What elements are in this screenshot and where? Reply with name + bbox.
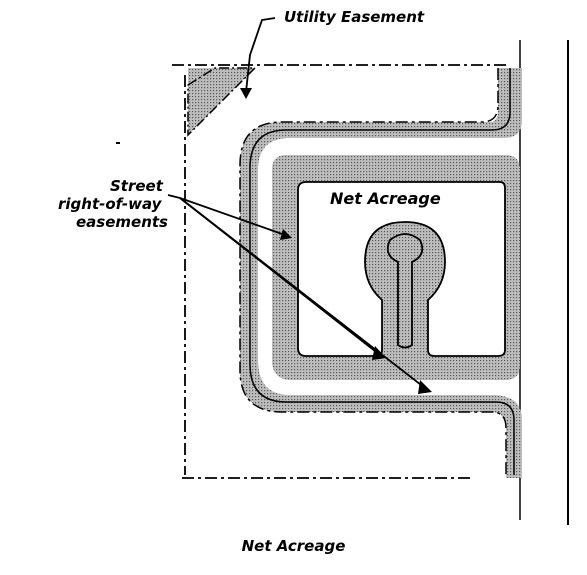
utility-easement-label: Utility Easement [284,8,425,26]
street-row-label-line1: Street [110,177,164,195]
utility-easement-band [187,67,257,137]
street-row-label-line3: easements [76,213,168,231]
cul-de-sac-band [272,155,520,380]
cul-de-sac-island [386,233,424,349]
street-row-leader-1 [179,197,286,236]
street-row-arrowhead-3 [418,380,432,394]
street-row-arrowhead-2 [372,346,386,360]
property-boundary [172,64,510,479]
street-row-label-line2: right-of-way [58,195,163,213]
easement-outline [239,68,507,475]
street-row-arrowhead-1 [280,229,292,240]
utility-easement-arrowhead [240,88,252,99]
net-acreage-parcel-label: Net Acreage [330,189,441,208]
figure-caption: Net Acreage [241,537,346,555]
utility-easement-leader [245,17,276,93]
street-row-leader [167,194,181,199]
street-centerline [249,68,515,475]
net-acreage-parcel [297,181,506,357]
